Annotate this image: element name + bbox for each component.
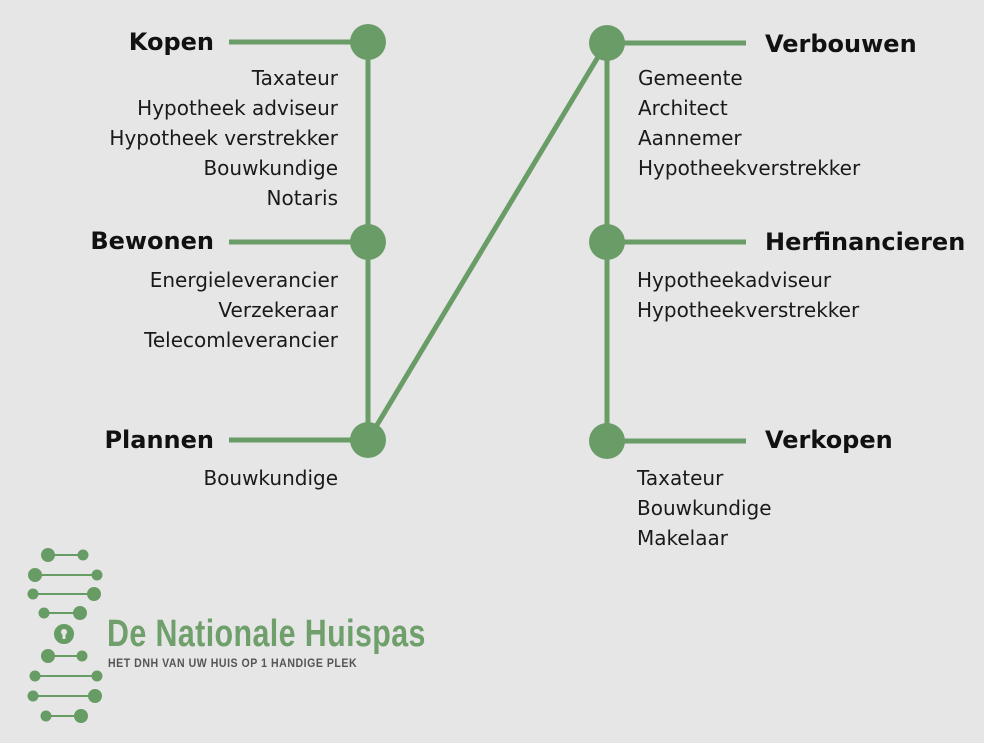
brand-title: De Nationale Huispas bbox=[107, 613, 426, 655]
list-item: Verzekeraar bbox=[218, 298, 338, 322]
list-item: Taxateur bbox=[637, 466, 724, 490]
kopen-list: Taxateur Hypotheek adviseur Hypotheek ve… bbox=[18, 63, 338, 213]
list-item: Bouwkundige bbox=[203, 466, 338, 490]
list-item: Gemeente bbox=[638, 66, 743, 90]
list-item: Architect bbox=[638, 96, 728, 120]
kopen-heading: Kopen bbox=[128, 28, 214, 56]
list-item: Taxateur bbox=[251, 66, 338, 90]
kopen-node bbox=[350, 24, 386, 60]
verkopen-node bbox=[589, 423, 625, 459]
herfinancieren-heading: Herfinancieren bbox=[765, 228, 966, 256]
brand-tagline: HET DNH VAN UW HUIS OP 1 HANDIGE PLEK bbox=[108, 656, 358, 670]
verkopen-heading: Verkopen bbox=[765, 426, 893, 454]
plannen-node bbox=[350, 422, 386, 458]
list-item: Bouwkundige bbox=[203, 156, 338, 180]
list-item: Makelaar bbox=[637, 526, 728, 550]
list-item: Hypotheekverstrekker bbox=[637, 298, 860, 322]
dna-keyhole-icon bbox=[27, 548, 103, 723]
bewonen-heading: Bewonen bbox=[90, 227, 214, 255]
list-item: Hypotheek verstrekker bbox=[109, 126, 338, 150]
nodes bbox=[350, 24, 625, 459]
list-item: Bouwkundige bbox=[637, 496, 772, 520]
list-item: Telecomleverancier bbox=[144, 328, 338, 352]
list-item: Notaris bbox=[266, 186, 339, 210]
list-item: Hypotheekadviseur bbox=[637, 268, 832, 292]
verkopen-list: Taxateur Bouwkundige Makelaar bbox=[637, 463, 772, 553]
diagonal-connector-line bbox=[365, 40, 610, 442]
herfinancieren-list: Hypotheekadviseur Hypotheekverstrekker bbox=[637, 265, 859, 325]
keyhole-icon bbox=[61, 629, 67, 639]
verbouwen-node bbox=[589, 25, 625, 61]
list-item: Energieleverancier bbox=[149, 268, 338, 292]
verbouwen-heading: Verbouwen bbox=[765, 30, 917, 58]
list-item: Hypotheek adviseur bbox=[137, 96, 338, 120]
herfinancieren-node bbox=[589, 224, 625, 260]
plannen-list: Bouwkundige bbox=[18, 463, 338, 493]
verbouwen-list: Gemeente Architect Aannemer Hypotheekver… bbox=[638, 63, 860, 183]
plannen-heading: Plannen bbox=[104, 426, 214, 454]
list-item: Hypotheekverstrekker bbox=[638, 156, 861, 180]
bewonen-list: Energieleverancier Verzekeraar Telecomle… bbox=[18, 265, 338, 355]
bewonen-node bbox=[350, 224, 386, 260]
list-item: Aannemer bbox=[638, 126, 742, 150]
